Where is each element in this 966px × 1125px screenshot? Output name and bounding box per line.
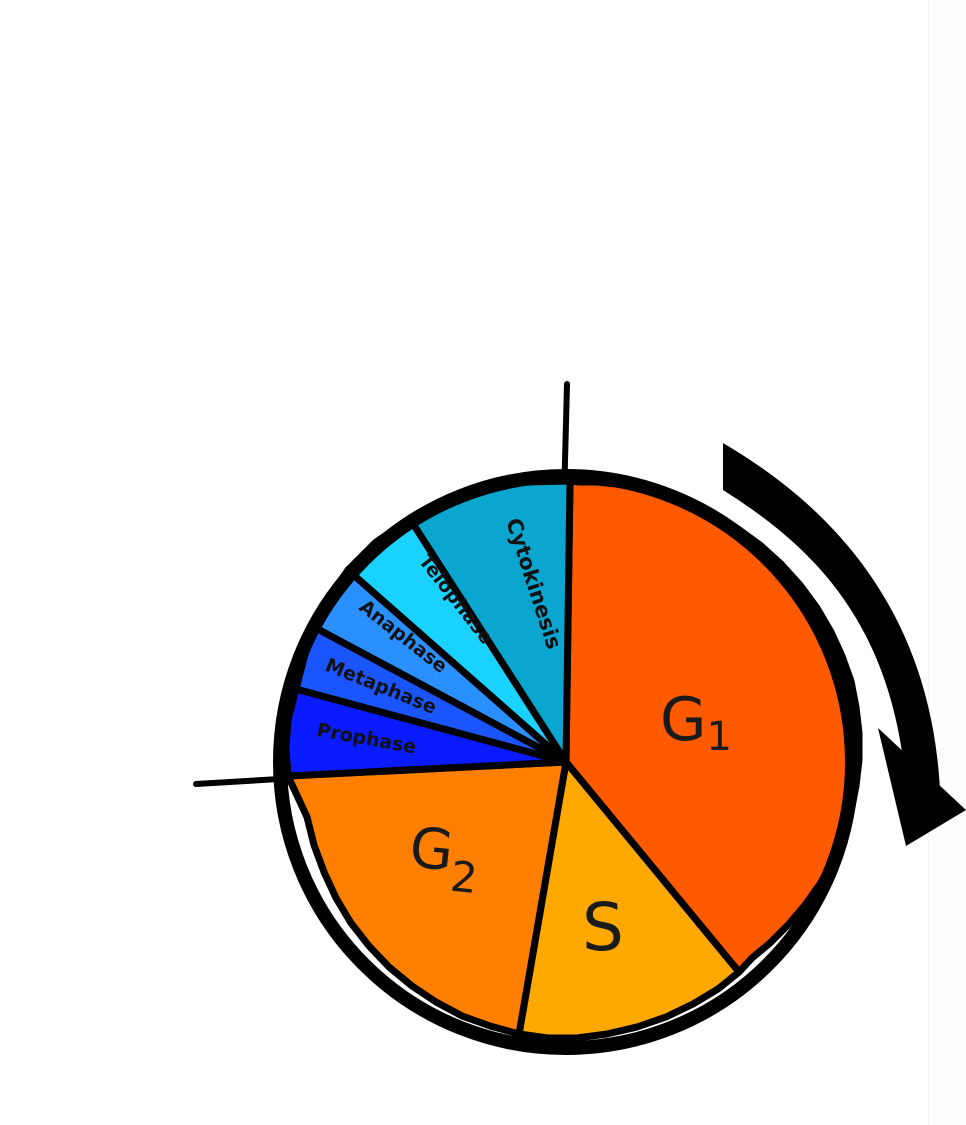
label-s: S: [582, 889, 624, 966]
label-g2-main: G: [407, 815, 457, 884]
wedge-g2: [284, 758, 570, 1038]
label-s-main: S: [582, 889, 624, 966]
label-g2-sub: 2: [448, 852, 480, 904]
label-g1-sub: 1: [707, 714, 732, 760]
label-g1: G1: [660, 685, 732, 760]
label-g2: G2: [405, 815, 483, 903]
wedge-s: [515, 758, 743, 1042]
label-g1-main: G: [660, 685, 707, 755]
arrow-head: [878, 728, 966, 846]
arrow-band: [723, 443, 940, 790]
cycle-outline: [273, 469, 859, 1055]
clockwise-arrow-icon: [723, 443, 966, 846]
right-edge-strip: [928, 0, 966, 1125]
